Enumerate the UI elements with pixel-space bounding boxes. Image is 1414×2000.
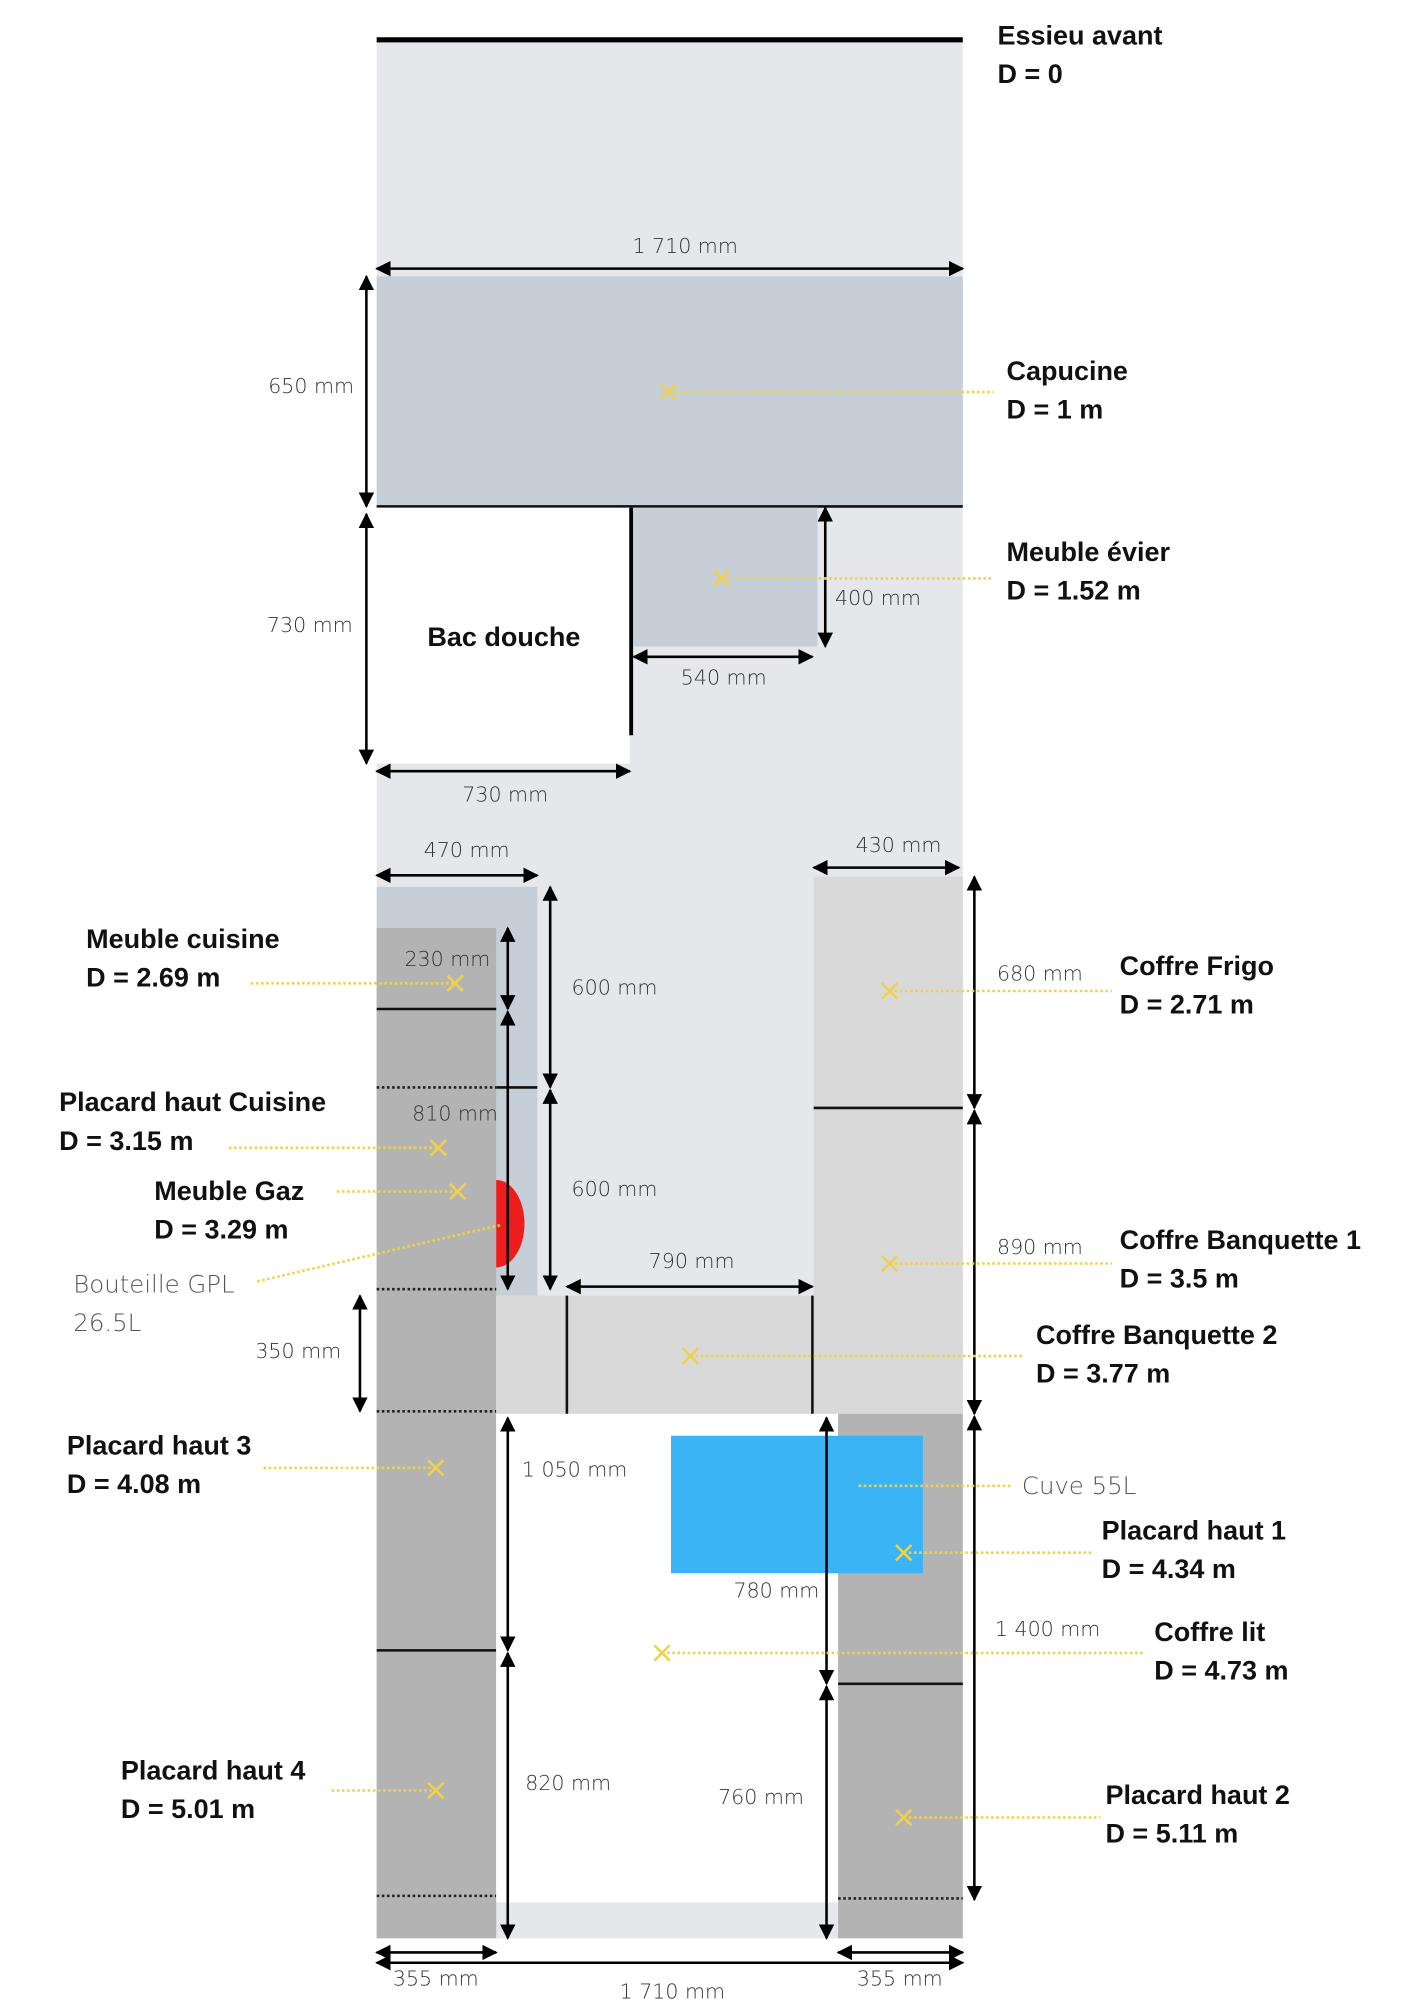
label-meuble-gaz: Meuble Gaz (154, 1176, 304, 1206)
label-gpl: Bouteille GPL (73, 1269, 234, 1298)
dim-frigo-width: 430 mm (856, 833, 942, 857)
label-banquette2-d: D = 3.77 m (1036, 1358, 1170, 1388)
label-placard2: Placard haut 2 (1105, 1780, 1289, 1810)
label-placard1: Placard haut 1 (1102, 1515, 1286, 1545)
dimension-arrows (352, 260, 983, 1971)
cross-marker-icon (681, 1347, 699, 1365)
cross-marker-icon (427, 1781, 445, 1800)
cross-marker-icon (659, 383, 678, 401)
label-placard3-d: D = 4.08 m (67, 1469, 201, 1499)
cross-marker-icon (880, 1254, 899, 1273)
label-capucine: Capucine (1006, 356, 1127, 386)
cross-marker-icon (446, 974, 464, 992)
label-capucine-d: D = 1 m (1006, 394, 1103, 424)
label-placard-cuisine: Placard haut Cuisine (59, 1087, 326, 1117)
label-meuble-cuisine-d: D = 2.69 m (86, 963, 220, 993)
cross-marker-icon (429, 1139, 447, 1157)
label-banquette1: Coffre Banquette 1 (1120, 1225, 1361, 1255)
meuble-evier-block (633, 507, 818, 647)
label-bac-douche: Bac douche (427, 622, 580, 652)
label-placard4: Placard haut 4 (121, 1756, 305, 1786)
cuve-tank (671, 1435, 923, 1574)
label-placard1-d: D = 4.34 m (1102, 1554, 1236, 1584)
cross-marker-icon (653, 1644, 671, 1662)
dim-width-bottom: 1 710 mm (620, 1979, 725, 2000)
dim-1400: 1 400 mm (995, 1617, 1100, 1641)
dim-680: 680 mm (997, 961, 1083, 985)
dim-bottom-left-355: 355 mm (393, 1966, 479, 1990)
label-coffre-lit-d: D = 4.73 m (1154, 1655, 1288, 1685)
dim-evier-width: 540 mm (681, 666, 767, 690)
dim-bottom-right-355: 355 mm (857, 1966, 943, 1990)
cross-marker-icon (895, 1544, 913, 1562)
cross-marker-icon (427, 1459, 445, 1477)
dim-evier-height: 400 mm (835, 586, 921, 610)
cross-marker-icon (449, 1182, 467, 1201)
dim-width-top: 1 710 mm (632, 234, 737, 258)
label-coffre-lit: Coffre lit (1154, 1617, 1265, 1647)
label-coffre-frigo-d: D = 2.71 m (1120, 990, 1254, 1020)
dim-capucine-height: 650 mm (268, 374, 354, 398)
dim-douche-height: 730 mm (267, 613, 353, 637)
cross-marker-icon (895, 1808, 913, 1827)
label-meuble-cuisine: Meuble cuisine (86, 924, 279, 954)
leader-lines (228, 390, 1145, 1819)
label-gpl-volume: 26.5L (73, 1308, 141, 1337)
dim-600b: 600 mm (572, 1177, 658, 1201)
label-meuble-gaz-d: D = 3.29 m (154, 1214, 288, 1244)
cross-marker-icon (880, 982, 899, 1000)
label-cuve: Cuve 55L (1022, 1471, 1136, 1500)
label-placard-cuisine-d: D = 3.15 m (59, 1126, 193, 1156)
dim-890: 890 mm (997, 1235, 1083, 1259)
dim-780: 780 mm (734, 1578, 820, 1602)
label-placard4-d: D = 5.01 m (121, 1794, 255, 1824)
bac-douche-block (376, 507, 630, 764)
dim-1050: 1 050 mm (522, 1457, 627, 1481)
label-coffre-frigo: Coffre Frigo (1120, 951, 1274, 981)
label-banquette1-d: D = 3.5 m (1120, 1263, 1239, 1293)
cross-marker-icon (712, 569, 730, 588)
label-placard2-d: D = 5.11 m (1105, 1819, 1238, 1849)
dim-600a: 600 mm (572, 975, 658, 999)
dim-350: 350 mm (255, 1339, 341, 1363)
dim-820: 820 mm (525, 1771, 611, 1795)
dim-760: 760 mm (718, 1785, 804, 1809)
label-banquette2: Coffre Banquette 2 (1036, 1320, 1277, 1350)
label-evier: Meuble évier (1006, 537, 1170, 567)
coffre-banquette2-block (496, 1295, 814, 1414)
center-of-mass-markers (427, 383, 913, 1827)
left-placards-column (376, 928, 497, 1939)
dim-douche-width: 730 mm (462, 783, 548, 807)
label-placard3: Placard haut 3 (67, 1430, 251, 1460)
dim-230: 230 mm (404, 947, 490, 971)
label-essieu: Essieu avant (997, 20, 1162, 50)
dim-cuisine-width: 470 mm (424, 838, 510, 862)
label-evier-d: D = 1.52 m (1006, 576, 1140, 606)
dim-810: 810 mm (412, 1101, 498, 1125)
dim-790: 790 mm (649, 1249, 735, 1273)
label-essieu-d: D = 0 (997, 59, 1062, 89)
